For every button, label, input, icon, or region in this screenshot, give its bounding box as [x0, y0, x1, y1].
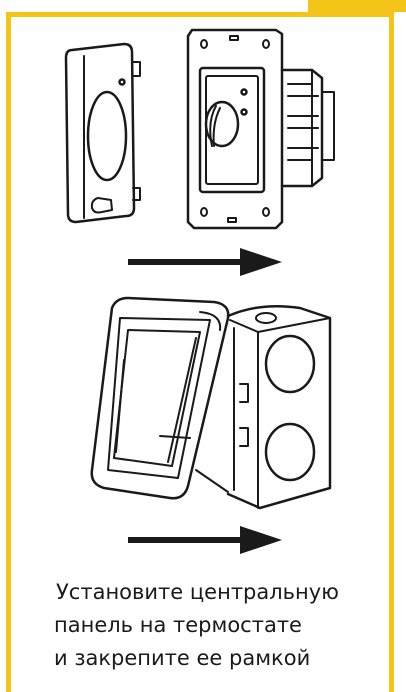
caption-line-1: Установите центральную	[40, 576, 380, 609]
instruction-caption: Установите центральную панель на термост…	[40, 576, 380, 675]
central-panel-illustration	[66, 44, 140, 222]
right-arrow-icon	[128, 526, 282, 554]
junction-box-illustration	[196, 306, 330, 508]
thermostat-body-illustration	[188, 30, 334, 228]
right-arrow-icon	[128, 248, 282, 276]
frame-mounting-illustration	[92, 298, 228, 498]
caption-line-3: и закрепите ее рамкой	[40, 642, 380, 675]
caption-line-2: панель на термостате	[40, 609, 380, 642]
